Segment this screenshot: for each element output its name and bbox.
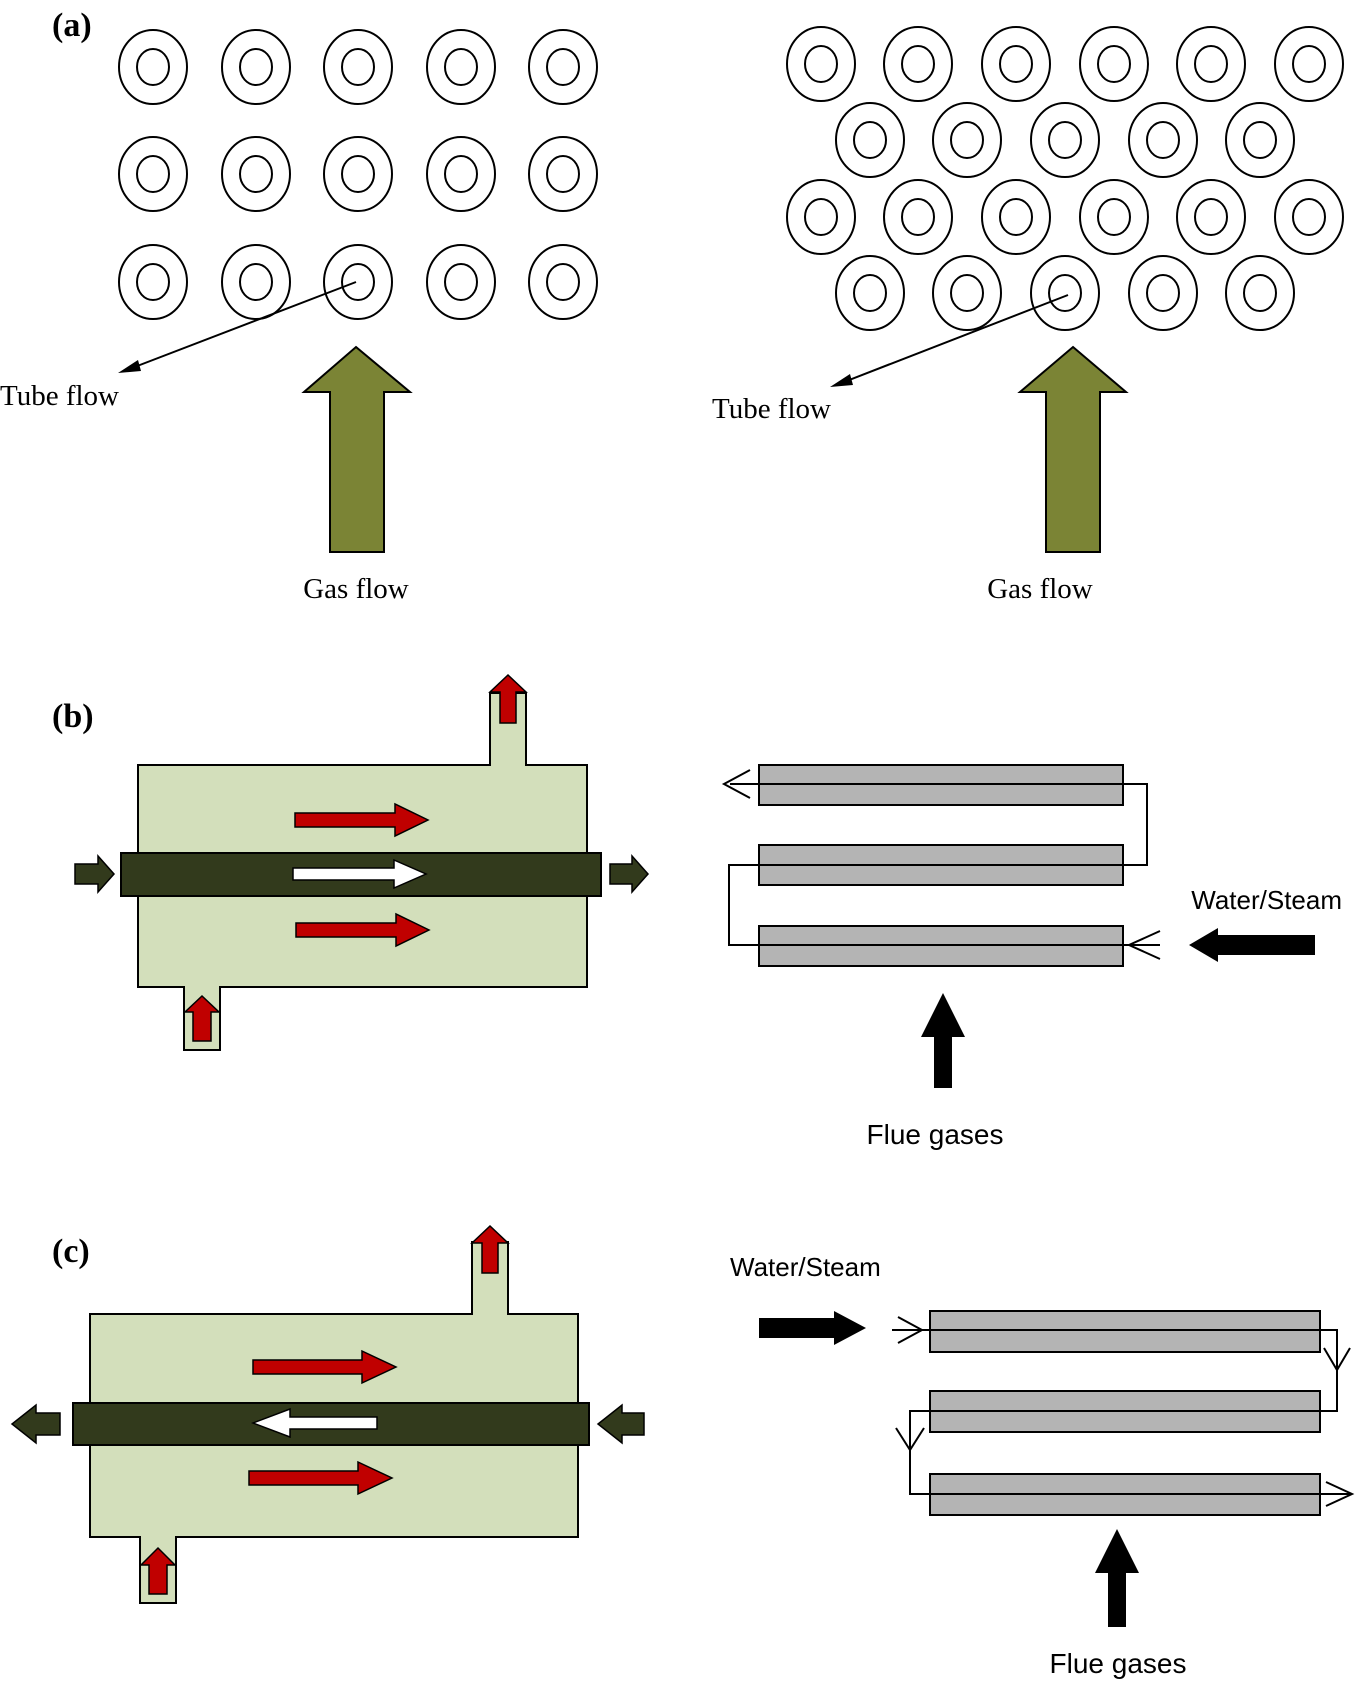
gas-flow-label-left: Gas flow: [303, 573, 409, 605]
staggered-tube-bank: [786, 26, 1344, 331]
coil-outlet-chevron-b: [721, 769, 751, 799]
core-flow-arrow-b: [292, 858, 428, 890]
inline-tube-bank: [118, 29, 598, 320]
flue-gases-label-b: Flue gases: [867, 1119, 1004, 1150]
tube-flow-label-right: Tube flow: [712, 393, 831, 425]
tube-flow-pointer-right: [830, 294, 1069, 387]
inline-tube: [426, 136, 496, 212]
flue-gas-arrow-b: [921, 993, 965, 1088]
inline-tube: [221, 244, 291, 320]
core-inlet-arrow-b: [74, 854, 116, 894]
staggered-tube: [1225, 102, 1295, 178]
shell-flow-arrow-top-b: [294, 802, 430, 838]
core-flow-arrow-c: [250, 1407, 378, 1439]
gas-flow-arrow-left: [301, 345, 413, 553]
staggered-tube: [786, 179, 856, 255]
panel-b-label: (b): [52, 698, 94, 735]
staggered-tube: [1030, 255, 1100, 331]
water-steam-label-b: Water/Steam: [1191, 885, 1342, 915]
coil-turn-chevron-right-c: [1323, 1347, 1351, 1372]
staggered-tube: [1274, 26, 1344, 102]
panel-c-label: (c): [52, 1233, 90, 1270]
inline-tube: [221, 136, 291, 212]
water-steam-arrow-b: [1189, 928, 1315, 962]
inline-tube: [426, 29, 496, 105]
coil-inlet-chevron-c: [897, 1316, 925, 1344]
staggered-tube: [1128, 102, 1198, 178]
coil-flow-path-b: [728, 783, 1160, 946]
gas-flow-arrow-right: [1017, 345, 1129, 553]
panel-c: (c) Water/Steam Flue gases: [10, 1224, 1355, 1679]
inlet-nozzle-arrow-c: [139, 1546, 177, 1595]
inline-tube: [426, 244, 496, 320]
inline-tube: [323, 244, 393, 320]
outlet-nozzle-arrow-c: [470, 1224, 510, 1274]
tube-flow-pointer-left: [118, 281, 357, 373]
flue-gas-arrow-c: [1095, 1529, 1139, 1627]
core-inlet-arrow-c: [596, 1403, 645, 1445]
coil-outlet-chevron-c: [1325, 1481, 1355, 1507]
inline-tube: [323, 136, 393, 212]
staggered-tube: [883, 26, 953, 102]
water-steam-arrow-c: [759, 1311, 866, 1345]
panel-b: (b) Water/Steam Flue gases: [52, 673, 1342, 1150]
coil-tube-1-c: [929, 1310, 1321, 1353]
staggered-tube: [835, 255, 905, 331]
staggered-tube: [932, 102, 1002, 178]
gas-flow-label-right: Gas flow: [987, 573, 1093, 605]
water-steam-label-c: Water/Steam: [730, 1252, 881, 1282]
flue-gases-label-c: Flue gases: [1050, 1648, 1187, 1679]
inline-tube: [221, 29, 291, 105]
staggered-tube: [835, 102, 905, 178]
coil-turn-chevron-left-c: [895, 1427, 925, 1452]
staggered-tube: [981, 179, 1051, 255]
panel-a: (a) Tube flow Tube flow Gas flow Gas flo…: [0, 7, 1344, 605]
inline-tube: [118, 244, 188, 320]
shell-flow-arrow-bottom-b: [295, 912, 431, 948]
staggered-tube: [932, 255, 1002, 331]
core-outlet-arrow-c: [10, 1403, 61, 1445]
inline-tube: [118, 136, 188, 212]
core-outlet-arrow-b: [609, 854, 650, 894]
inlet-nozzle-arrow-b: [183, 994, 221, 1042]
coil-inlet-chevron-b: [1126, 930, 1161, 960]
staggered-tube: [1079, 26, 1149, 102]
staggered-tube: [1079, 179, 1149, 255]
staggered-tube: [1274, 179, 1344, 255]
inline-tube: [528, 244, 598, 320]
staggered-tube: [1128, 255, 1198, 331]
inline-tube: [528, 29, 598, 105]
panel-a-label: (a): [52, 7, 92, 44]
inline-tube: [323, 29, 393, 105]
outlet-nozzle-arrow-b: [488, 673, 528, 724]
inline-tube: [528, 136, 598, 212]
staggered-tube: [981, 26, 1051, 102]
staggered-tube: [1030, 102, 1100, 178]
coil-flow-path-c: [892, 1329, 1350, 1495]
shell-flow-arrow-bottom-c: [248, 1460, 394, 1496]
tube-flow-label-left: Tube flow: [0, 380, 119, 412]
staggered-tube: [1176, 179, 1246, 255]
staggered-tube: [786, 26, 856, 102]
staggered-tube: [883, 179, 953, 255]
staggered-tube: [1176, 26, 1246, 102]
shell-flow-arrow-top-c: [252, 1349, 398, 1385]
inline-tube: [118, 29, 188, 105]
staggered-tube: [1225, 255, 1295, 331]
